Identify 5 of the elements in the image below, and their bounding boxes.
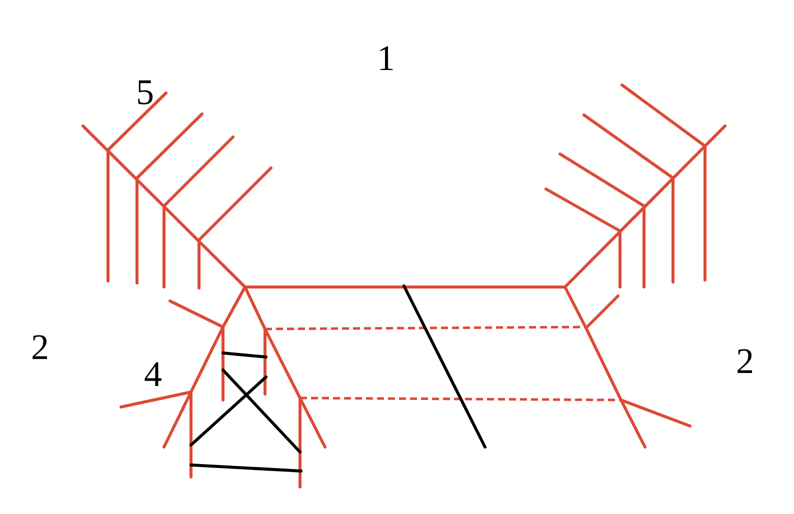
region-number: 4 xyxy=(144,356,162,392)
region-number: 2 xyxy=(736,343,754,379)
region-number: 1 xyxy=(377,40,395,76)
region-number: 5 xyxy=(136,74,154,110)
region-number: 2 xyxy=(31,329,49,365)
